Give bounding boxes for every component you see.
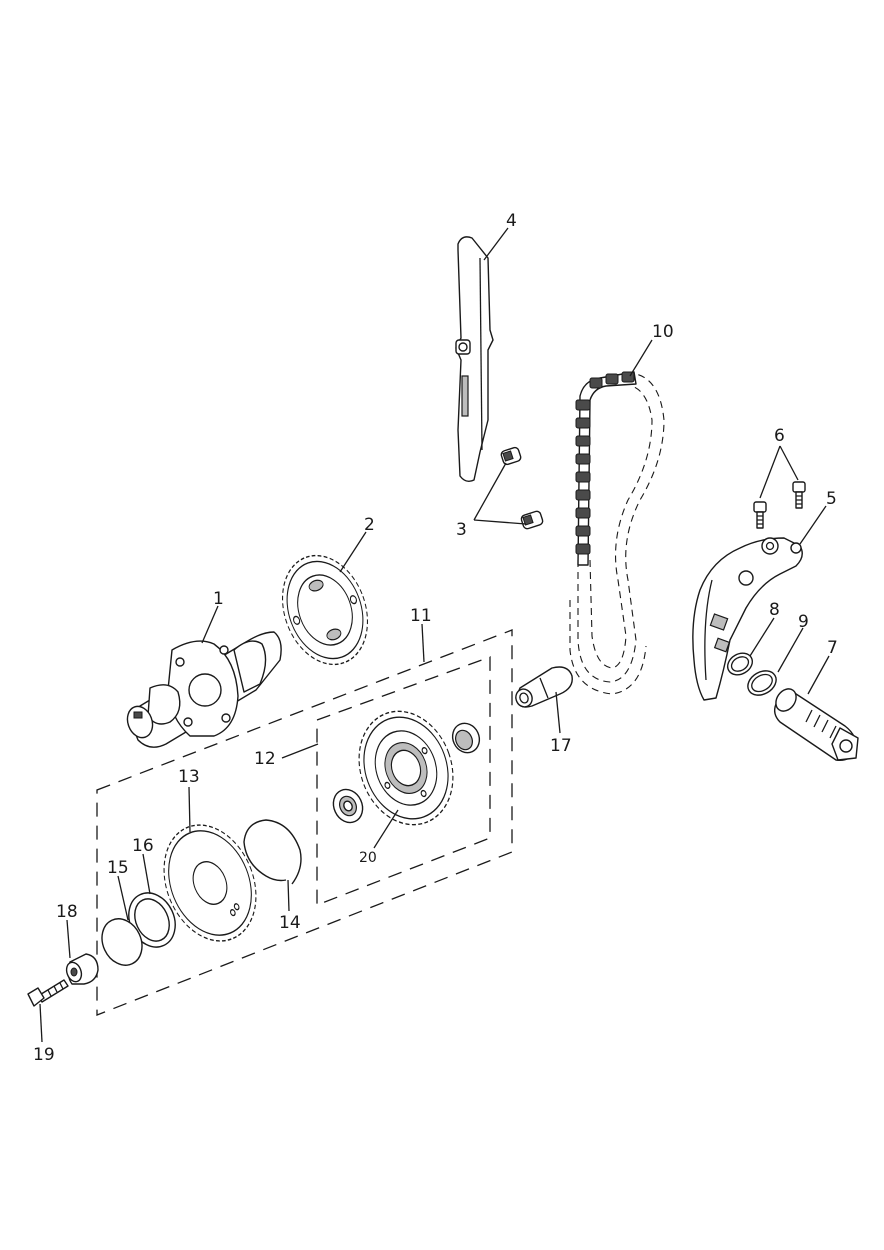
callout-5: 5: [826, 489, 837, 509]
tensioner-blade: [692, 537, 803, 701]
cam-sprocket: [282, 554, 368, 666]
sealing-washer-9: [747, 670, 777, 696]
tensioner-bolt-right: [792, 481, 806, 509]
callout-19: 19: [33, 1045, 55, 1065]
callout-4: 4: [506, 211, 517, 231]
callout-labels: 1 2 3 4 5 6 7 8 9 10 11 12 13 14 15 16 1…: [33, 211, 838, 1065]
guide-bolt-upper: [500, 446, 522, 466]
callout-6: 6: [774, 426, 785, 446]
spacer-18: [65, 953, 99, 985]
callout-11: 11: [410, 606, 432, 626]
callout-1: 1: [213, 589, 224, 609]
sealing-washer-8: [726, 652, 754, 676]
circlip-15: [101, 918, 143, 966]
callout-20: 20: [359, 850, 377, 866]
callout-13: 13: [178, 767, 200, 787]
leader-lines: [39, 227, 830, 1043]
tensioner-bolt-left: [753, 501, 767, 529]
callout-18: 18: [56, 902, 78, 922]
idler-gear: [358, 710, 454, 826]
callout-17: 17: [550, 736, 572, 756]
assembly-group-12-boundary: [316, 656, 491, 906]
chain-tensioner: [773, 688, 859, 761]
cam-chain: [569, 371, 665, 695]
thrust-washer-16: [128, 892, 176, 948]
fixed-chain-guide: [455, 236, 494, 483]
callout-9: 9: [798, 612, 809, 632]
callout-8: 8: [769, 600, 780, 620]
callout-12: 12: [254, 749, 276, 769]
chain-links: [575, 371, 635, 555]
callout-15: 15: [107, 858, 129, 878]
callout-14: 14: [279, 913, 301, 933]
idler-bearing-right: [451, 722, 481, 754]
callout-2: 2: [364, 515, 375, 535]
bolt-19: [27, 979, 69, 1007]
callout-7: 7: [827, 638, 838, 658]
camshaft: [126, 631, 282, 748]
callout-3: 3: [456, 520, 467, 540]
slipper-pin: [515, 666, 573, 708]
guide-bolt-lower: [520, 510, 544, 530]
callout-16: 16: [132, 836, 154, 856]
callout-10: 10: [652, 322, 674, 342]
drive-gear: [163, 824, 257, 942]
circlip-14: [243, 819, 302, 885]
idler-bearing-left: [332, 788, 364, 824]
